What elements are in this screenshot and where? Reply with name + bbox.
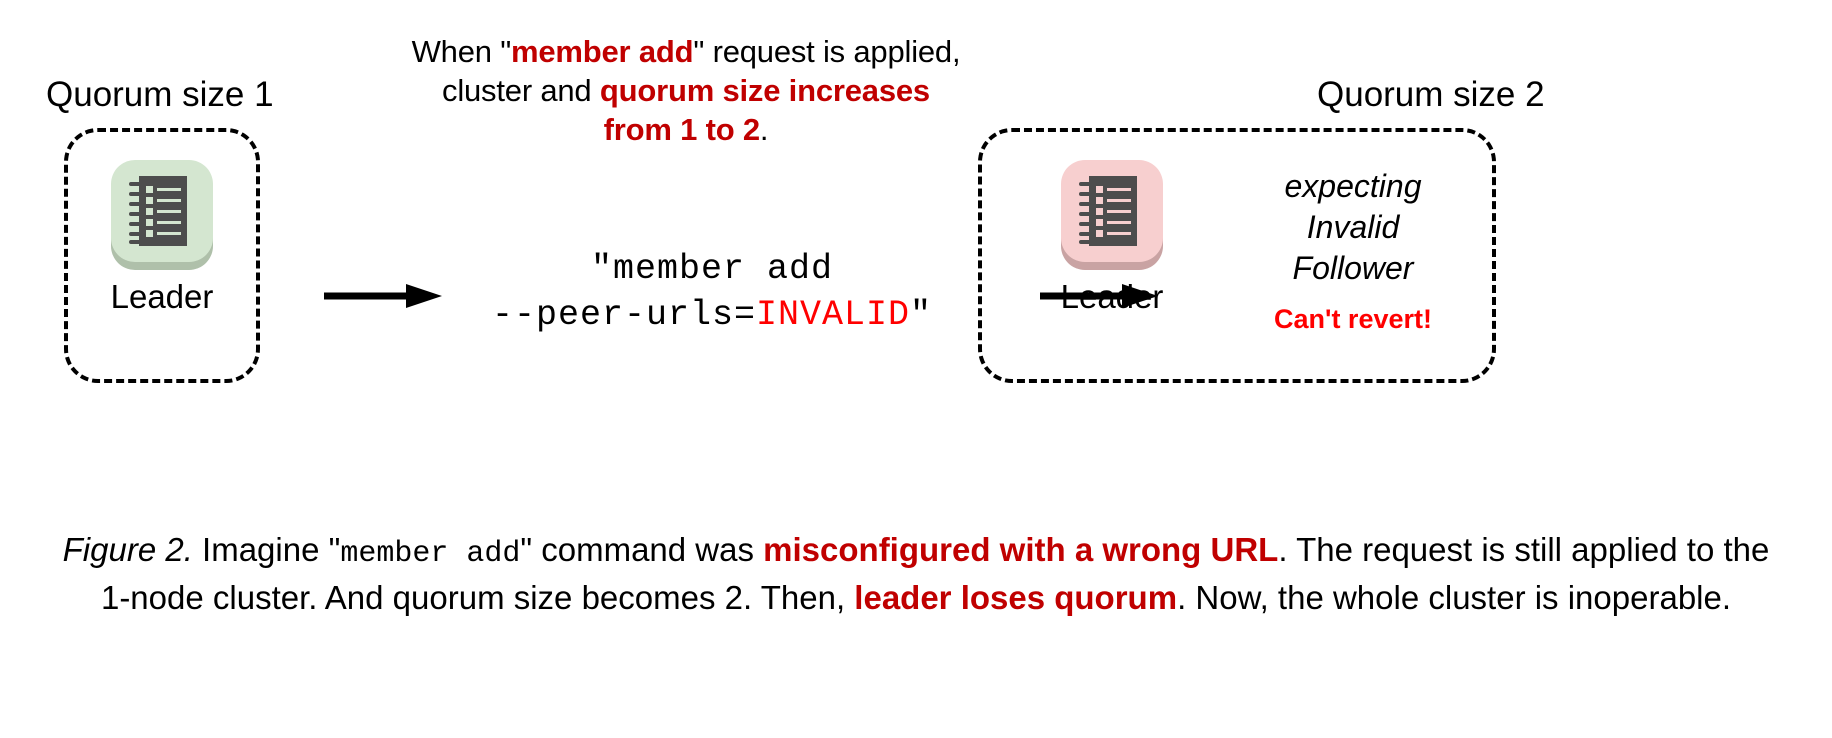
node-label-right: Leader	[1060, 278, 1164, 315]
figure-caption-text: . Now, the whole cluster is inoperable.	[1177, 579, 1732, 616]
command-closing-quote: "	[910, 295, 933, 335]
node-label-left: Leader	[110, 278, 214, 315]
figure-caption-command: member add	[340, 537, 521, 571]
command-invalid-value: INVALID	[756, 295, 911, 335]
command-flag: --peer-urls=	[491, 295, 756, 335]
top-annotation-line2: cluster and quorum size increases	[442, 73, 930, 108]
top-annotation-text: When "	[411, 34, 512, 69]
command-text: "member add --peer-urls=INVALID"	[452, 246, 972, 338]
node-icon-right-wrapper	[1057, 156, 1167, 274]
arrow-left-to-command	[324, 283, 442, 309]
arrow-command-to-right	[1040, 283, 1158, 309]
right-status-block: expecting Invalid Follower Can't revert!	[1222, 166, 1484, 335]
top-annotation-emphasis-range: from 1 to 2	[603, 112, 760, 147]
status-line-invalid: Invalid	[1306, 209, 1400, 245]
top-annotation-emphasis-command: member add	[511, 34, 694, 69]
figure-caption-text: . The request is still applied to the 1-…	[100, 531, 1770, 616]
top-annotation-emphasis-quorum: quorum size increases	[599, 73, 930, 108]
command-line-2: --peer-urls=INVALID"	[452, 292, 972, 338]
figure-caption-label: Figure 2.	[62, 531, 193, 568]
server-log-icon	[1079, 176, 1137, 246]
figure-caption: Figure 2. Imagine "member add" command w…	[56, 528, 1776, 620]
top-annotation-text: cluster and	[442, 73, 600, 108]
top-annotation: When "member add" request is applied, cl…	[396, 32, 976, 149]
server-log-icon	[129, 176, 187, 246]
node-right: Leader	[1036, 156, 1188, 316]
node-icon-left-wrapper	[107, 156, 217, 274]
status-line-follower: Follower	[1292, 250, 1414, 286]
cluster-boundary-left	[64, 128, 260, 383]
top-annotation-line3: from 1 to 2.	[604, 112, 769, 147]
node-left: Leader	[86, 156, 238, 316]
figure-caption-text: " command was	[520, 531, 764, 568]
quorum-size-label-right: Quorum size 2	[1317, 75, 1545, 114]
figure-caption-emphasis-loses-quorum: leader loses quorum	[854, 579, 1178, 616]
status-badge-cant-revert: Can't revert!	[1274, 304, 1432, 334]
figure-caption-text: Imagine "	[192, 531, 341, 568]
status-line-expecting: expecting	[1284, 168, 1422, 204]
top-annotation-text: " request is applied,	[693, 34, 961, 69]
top-annotation-text: .	[759, 112, 769, 147]
cluster-boundary-right	[978, 128, 1496, 383]
top-annotation-line1: When "member add" request is applied,	[412, 34, 961, 69]
figure-caption-emphasis-misconfigured: misconfigured with a wrong URL	[763, 531, 1279, 568]
command-line-1: "member add	[590, 249, 834, 289]
quorum-size-label-left: Quorum size 1	[46, 75, 274, 114]
